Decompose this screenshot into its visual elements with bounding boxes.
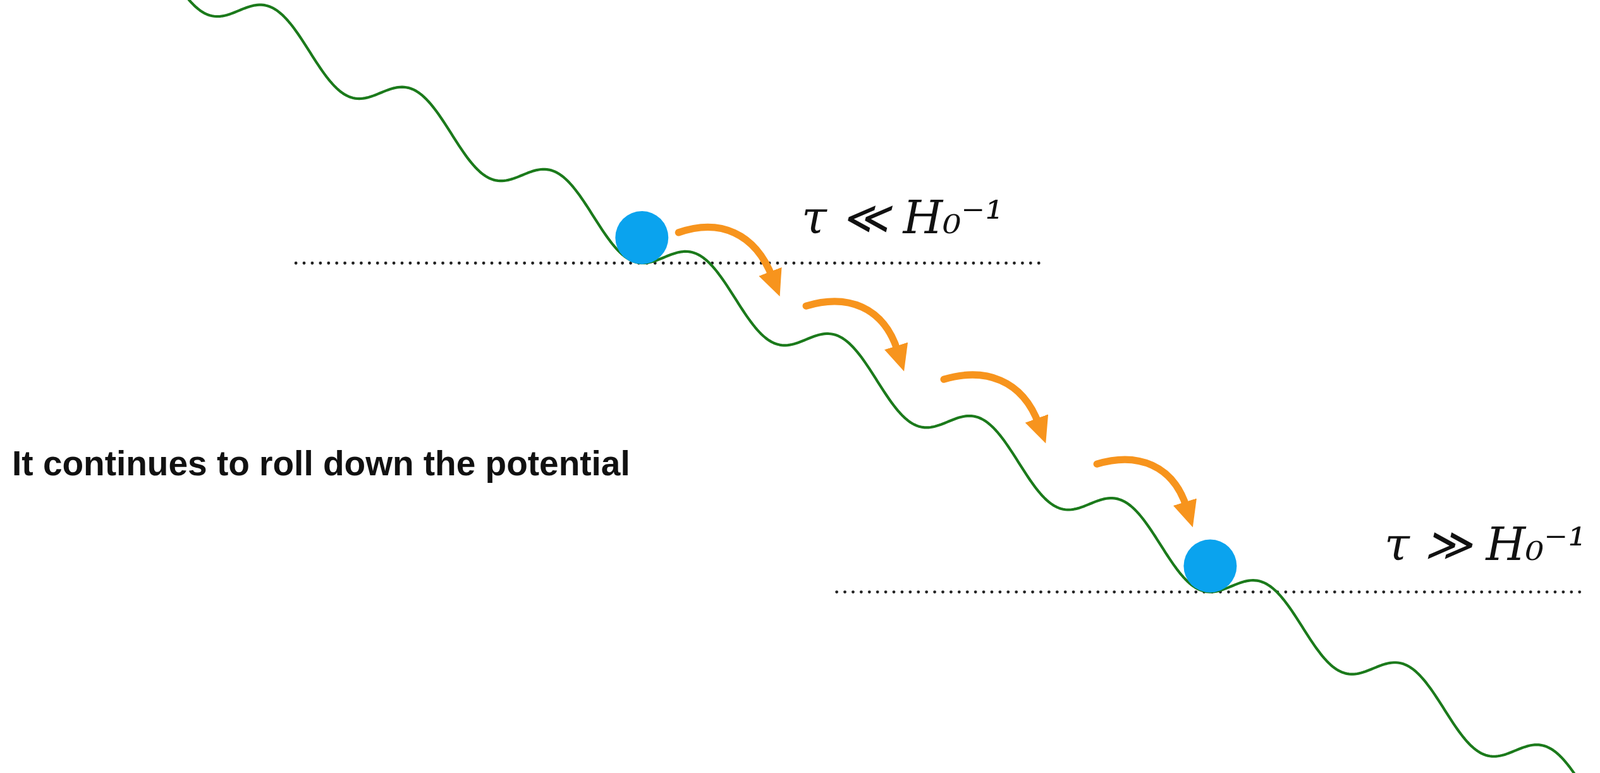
- ball: [1183, 539, 1237, 593]
- note-text: It continues to roll down the potential: [12, 443, 631, 484]
- roll-arrow: [1096, 459, 1187, 508]
- roll-arrow: [806, 301, 898, 353]
- regime-label: τ ≫ H₀⁻¹: [1384, 519, 1587, 570]
- ball: [615, 211, 669, 265]
- regime-label: τ ≪ H₀⁻¹: [801, 192, 1004, 243]
- roll-arrow: [678, 226, 773, 277]
- dotted-level: [295, 261, 1044, 265]
- roll-arrow: [943, 374, 1039, 425]
- potential-curve: [179, 0, 1592, 773]
